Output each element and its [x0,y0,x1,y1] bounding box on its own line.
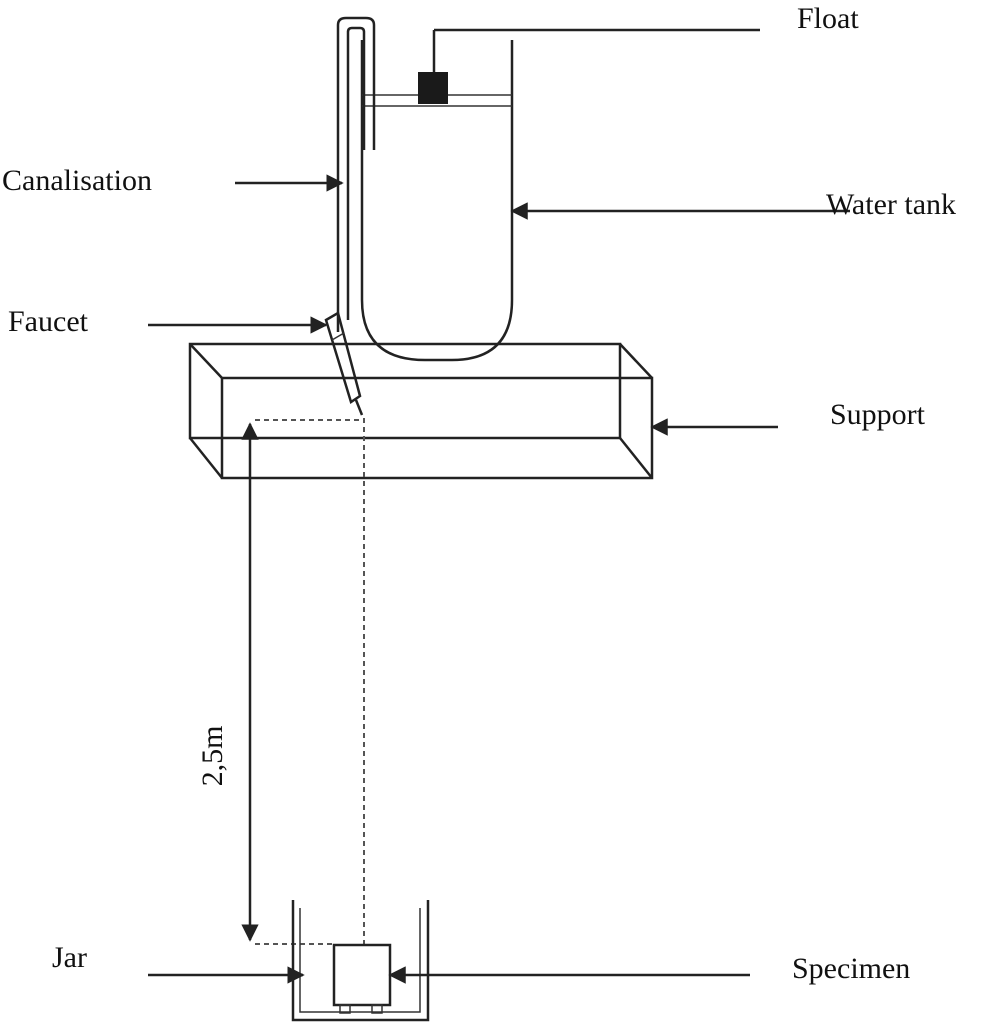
water-tank-label: Water tank [826,188,956,221]
float-label: Float [797,2,859,35]
canalisation-pipe [336,16,376,332]
support-beam [188,342,654,480]
jar [291,900,430,1022]
support-label: Support [830,398,926,431]
height-label: 2,5m [196,726,229,787]
faucet [324,311,364,416]
specimen [332,943,392,1014]
specimen-label: Specimen [792,952,910,985]
canalisation-label: Canalisation [2,164,152,197]
jar-label: Jar [52,941,87,974]
faucet-label: Faucet [8,305,89,338]
float [418,28,760,104]
